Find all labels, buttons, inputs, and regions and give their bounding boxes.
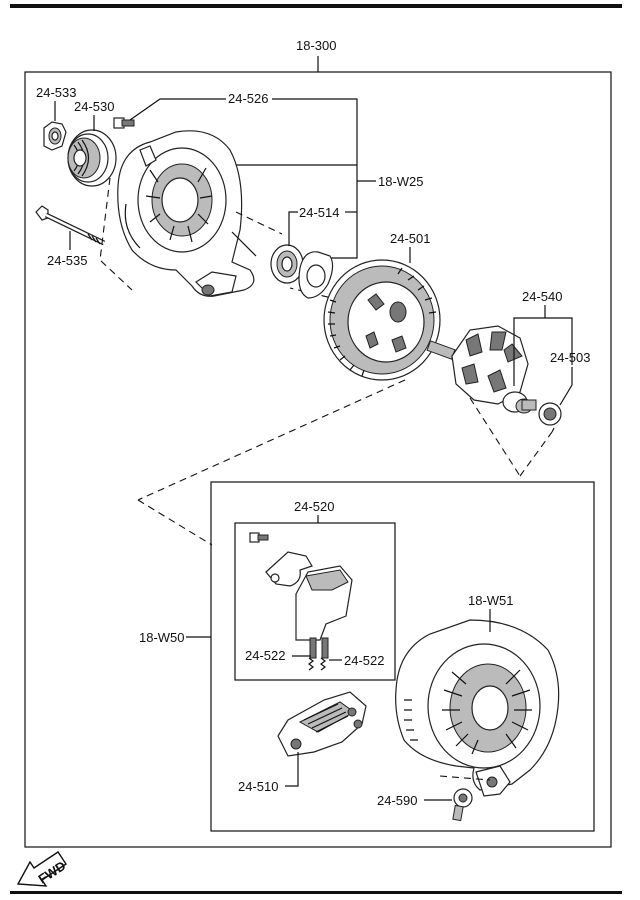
- label-rear-bearing: 24-503: [550, 350, 590, 365]
- pulley-part: [67, 129, 117, 187]
- label-rear-housing: 18-W51: [468, 593, 514, 608]
- rotor-part: [426, 325, 537, 414]
- front-housing-part: [117, 130, 257, 297]
- rectifier-part: [277, 691, 367, 757]
- label-assembly: 18-300: [296, 38, 336, 53]
- label-screw: 24-526: [228, 91, 268, 106]
- bolt-part: [35, 205, 106, 246]
- label-brush-right: 24-522: [344, 653, 384, 668]
- retainer-plate-part: [298, 251, 334, 299]
- bottom-rule: [10, 891, 622, 894]
- label-kit-frame: 18-W50: [139, 630, 185, 645]
- screw-part: [113, 117, 135, 129]
- label-rotor: 24-540: [522, 289, 562, 304]
- brush-holder-frame: [234, 522, 396, 681]
- rear-bearing-part: [538, 402, 562, 426]
- label-pulley: 24-530: [74, 99, 114, 114]
- top-rule: [10, 4, 622, 8]
- label-brush-left: 24-522: [245, 648, 285, 663]
- stator-part: [323, 259, 441, 381]
- label-stator: 24-501: [390, 231, 430, 246]
- label-bolt: 24-535: [47, 253, 87, 268]
- label-terminal: 24-590: [377, 793, 417, 808]
- label-front-housing: 18-W25: [378, 174, 424, 189]
- bearing-part: [270, 244, 304, 284]
- terminal-part: [452, 788, 473, 822]
- kit-frame: [210, 481, 595, 832]
- fwd-arrow-icon: FWD: [16, 851, 68, 887]
- label-bearing-plate: 24-514: [299, 205, 339, 220]
- rear-housing-part: [395, 619, 560, 797]
- label-rectifier: 24-510: [238, 779, 278, 794]
- label-nut: 24-533: [36, 85, 76, 100]
- label-brush-holder: 24-520: [294, 499, 334, 514]
- brush-holder-part: [249, 532, 353, 671]
- nut-part: [43, 121, 67, 151]
